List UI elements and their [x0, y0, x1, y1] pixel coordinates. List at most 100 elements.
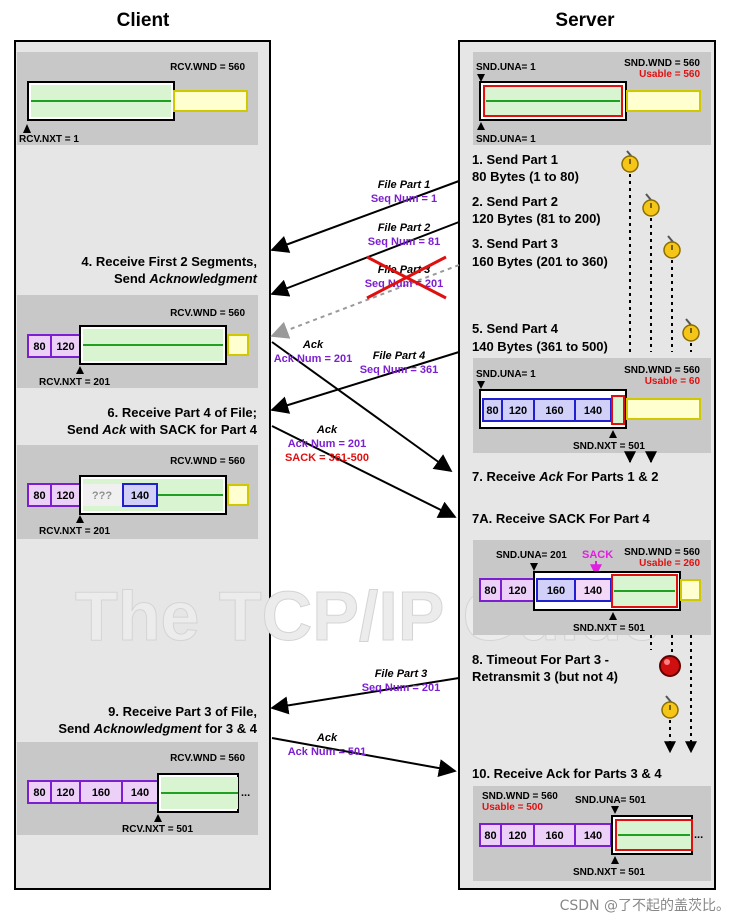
- message-file-part-1: File Part 1 Seq Num = 1: [270, 179, 460, 253]
- timer-stopwatch-icon: [661, 695, 679, 719]
- rcv-wnd-label: RCV.WND = 560: [170, 62, 245, 73]
- usable-window: [611, 395, 625, 425]
- snd-una-label: SND.UNA= 1: [476, 134, 536, 145]
- step-2-line2: 120 Bytes (81 to 200): [472, 211, 601, 226]
- server-step-5: 5. Send Part 4 140 Bytes (361 to 500): [472, 321, 608, 354]
- server-window-4: SND.WND = 560 Usable = 500 SND.UNA= 501 …: [473, 786, 711, 881]
- snd-nxt-pointer-icon: [609, 612, 617, 620]
- client-step-9: 9. Receive Part 3 of File, Send Acknowle…: [58, 704, 257, 736]
- message-file-part-3-lost: File Part 3 Seq Num = 201: [270, 255, 460, 339]
- segment-cell-label: 160: [545, 830, 563, 842]
- timeout-alarm-icon: [659, 655, 681, 677]
- rcv-nxt-label: RCV.NXT = 1: [19, 134, 79, 145]
- message-arrow: [271, 341, 453, 473]
- snd-wnd-label: SND.WND = 560: [624, 547, 700, 558]
- server-step-3: 3. Send Part 3 160 Bytes (201 to 360): [472, 236, 608, 269]
- timer-stopwatch-icon: [621, 150, 639, 173]
- step-6-line1: 6. Receive Part 4 of File;: [107, 405, 257, 420]
- sack-marker-label: SACK: [582, 549, 613, 561]
- segment-cell-label: 120: [56, 490, 74, 502]
- message-arrow: [271, 737, 457, 777]
- step-1-line1: 1. Send Part 1: [472, 152, 558, 167]
- segment-cell-label: 120: [56, 341, 74, 353]
- usable-window-label: Usable = 500: [482, 802, 543, 813]
- rcv-nxt-label: RCV.NXT = 501: [122, 824, 193, 835]
- beyond-window-buffer: [626, 398, 701, 420]
- segment-cell-label: 80: [484, 585, 496, 597]
- snd-nxt-label: SND.NXT = 501: [573, 623, 645, 634]
- snd-una-label: SND.UNA= 501: [575, 795, 646, 806]
- message-arrow: [271, 425, 457, 518]
- snd-wnd-label: SND.WND = 560: [624, 58, 700, 69]
- message-title: Ack: [316, 732, 338, 744]
- message-title: File Part 2: [378, 222, 431, 234]
- server-step-7: 7. Receive Ack For Parts 1 & 2: [472, 469, 658, 484]
- client-window-3: RCV.WND = 560 80 120 ??? 140 RCV.NXT = 2…: [17, 445, 258, 539]
- server-step-7a: 7A. Receive SACK For Part 4: [472, 511, 651, 526]
- beyond-window-buffer: [173, 90, 248, 112]
- segment-cell-label: 80: [486, 405, 498, 417]
- client-header: Client: [117, 10, 170, 31]
- snd-nxt-label: SND.NXT = 501: [573, 441, 645, 452]
- step-1-line2: 80 Bytes (1 to 80): [472, 169, 579, 184]
- segment-cell-label: 120: [56, 787, 74, 799]
- window-continues-ellipsis: ...: [694, 829, 703, 841]
- message-detail: Seq Num = 201: [362, 682, 441, 694]
- snd-una-label: SND.UNA= 201: [496, 550, 567, 561]
- client-window-1: RCV.WND = 560 RCV.NXT = 1: [17, 52, 258, 145]
- timer-stopwatch-icon: [682, 318, 700, 342]
- snd-una-label: SND.UNA= 1: [476, 369, 536, 380]
- segment-cell-label: 160: [547, 585, 565, 597]
- server-step-10: 10. Receive Ack for Parts 3 & 4: [472, 766, 662, 781]
- message-arrow: [270, 351, 460, 414]
- rcv-wnd-label: RCV.WND = 560: [170, 308, 245, 319]
- rcv-nxt-label: RCV.NXT = 201: [39, 377, 110, 388]
- step-9-line2: Send Acknowledgment for 3 & 4: [58, 721, 257, 736]
- rcv-wnd-label: RCV.WND = 560: [170, 456, 245, 467]
- message-file-part-2: File Part 2 Seq Num = 81: [270, 221, 460, 297]
- message-detail: Seq Num = 81: [368, 236, 440, 248]
- beyond-window-buffer: [227, 334, 249, 356]
- segment-cell-label: 140: [584, 830, 602, 842]
- message-sack-detail: SACK = 361-500: [285, 452, 369, 464]
- segment-cell-label: 80: [33, 341, 45, 353]
- missing-segment-gap: [83, 484, 122, 506]
- snd-una-pointer-icon: [611, 806, 619, 814]
- beyond-window-buffer: [227, 484, 249, 506]
- rcv-nxt-pointer-icon: [76, 515, 84, 523]
- message-detail: Ack Num = 201: [288, 438, 367, 450]
- message-detail: Seq Num = 361: [360, 364, 439, 376]
- client-window-4: RCV.WND = 560 80 120 160 140 ... RCV.NXT…: [17, 742, 258, 835]
- step-4-line1: 4. Receive First 2 Segments,: [81, 254, 257, 269]
- missing-segment-label: ???: [92, 490, 112, 502]
- segment-cell-label: 160: [92, 787, 110, 799]
- rcv-nxt-label: RCV.NXT = 201: [39, 526, 110, 537]
- segment-cell-label: 140: [131, 787, 149, 799]
- message-detail: Ack Num = 501: [288, 746, 367, 758]
- step-3-line2: 160 Bytes (201 to 360): [472, 254, 608, 269]
- message-ack-501: Ack Ack Num = 501: [271, 732, 457, 777]
- segment-cell-label: 80: [33, 490, 45, 502]
- message-ack-sack: Ack Ack Num = 201 SACK = 361-500: [271, 424, 457, 518]
- server-step-1: 1. Send Part 1 80 Bytes (1 to 80): [472, 152, 579, 184]
- server-header: Server: [555, 10, 615, 31]
- server-step-8-line2: Retransmit 3 (but not 4): [472, 669, 618, 684]
- snd-wnd-label: SND.WND = 560: [482, 791, 558, 802]
- message-file-part-3-retransmit: File Part 3 Seq Num = 201: [270, 668, 460, 715]
- lost-message-arrow: [270, 264, 460, 339]
- rcv-nxt-pointer-icon: [23, 124, 31, 133]
- snd-wnd-label: SND.WND = 560: [624, 365, 700, 376]
- message-file-part-4: File Part 4 Seq Num = 361: [270, 350, 460, 414]
- server-window-1: SND.UNA= 1 SND.WND = 560 Usable = 560 SN…: [473, 52, 711, 145]
- window-continues-ellipsis: ...: [241, 787, 250, 799]
- segment-cell-label: 120: [508, 585, 526, 597]
- rcv-nxt-pointer-icon: [76, 366, 84, 374]
- message-title: File Part 1: [378, 179, 431, 191]
- message-arrow: [270, 677, 460, 715]
- snd-una-label: SND.UNA= 1: [476, 62, 536, 73]
- segment-cell-label: 140: [584, 585, 602, 597]
- message-detail: Seq Num = 1: [371, 193, 437, 205]
- client-step-4: 4. Receive First 2 Segments, Send Acknow…: [81, 254, 257, 286]
- segment-cell-label: 80: [484, 830, 496, 842]
